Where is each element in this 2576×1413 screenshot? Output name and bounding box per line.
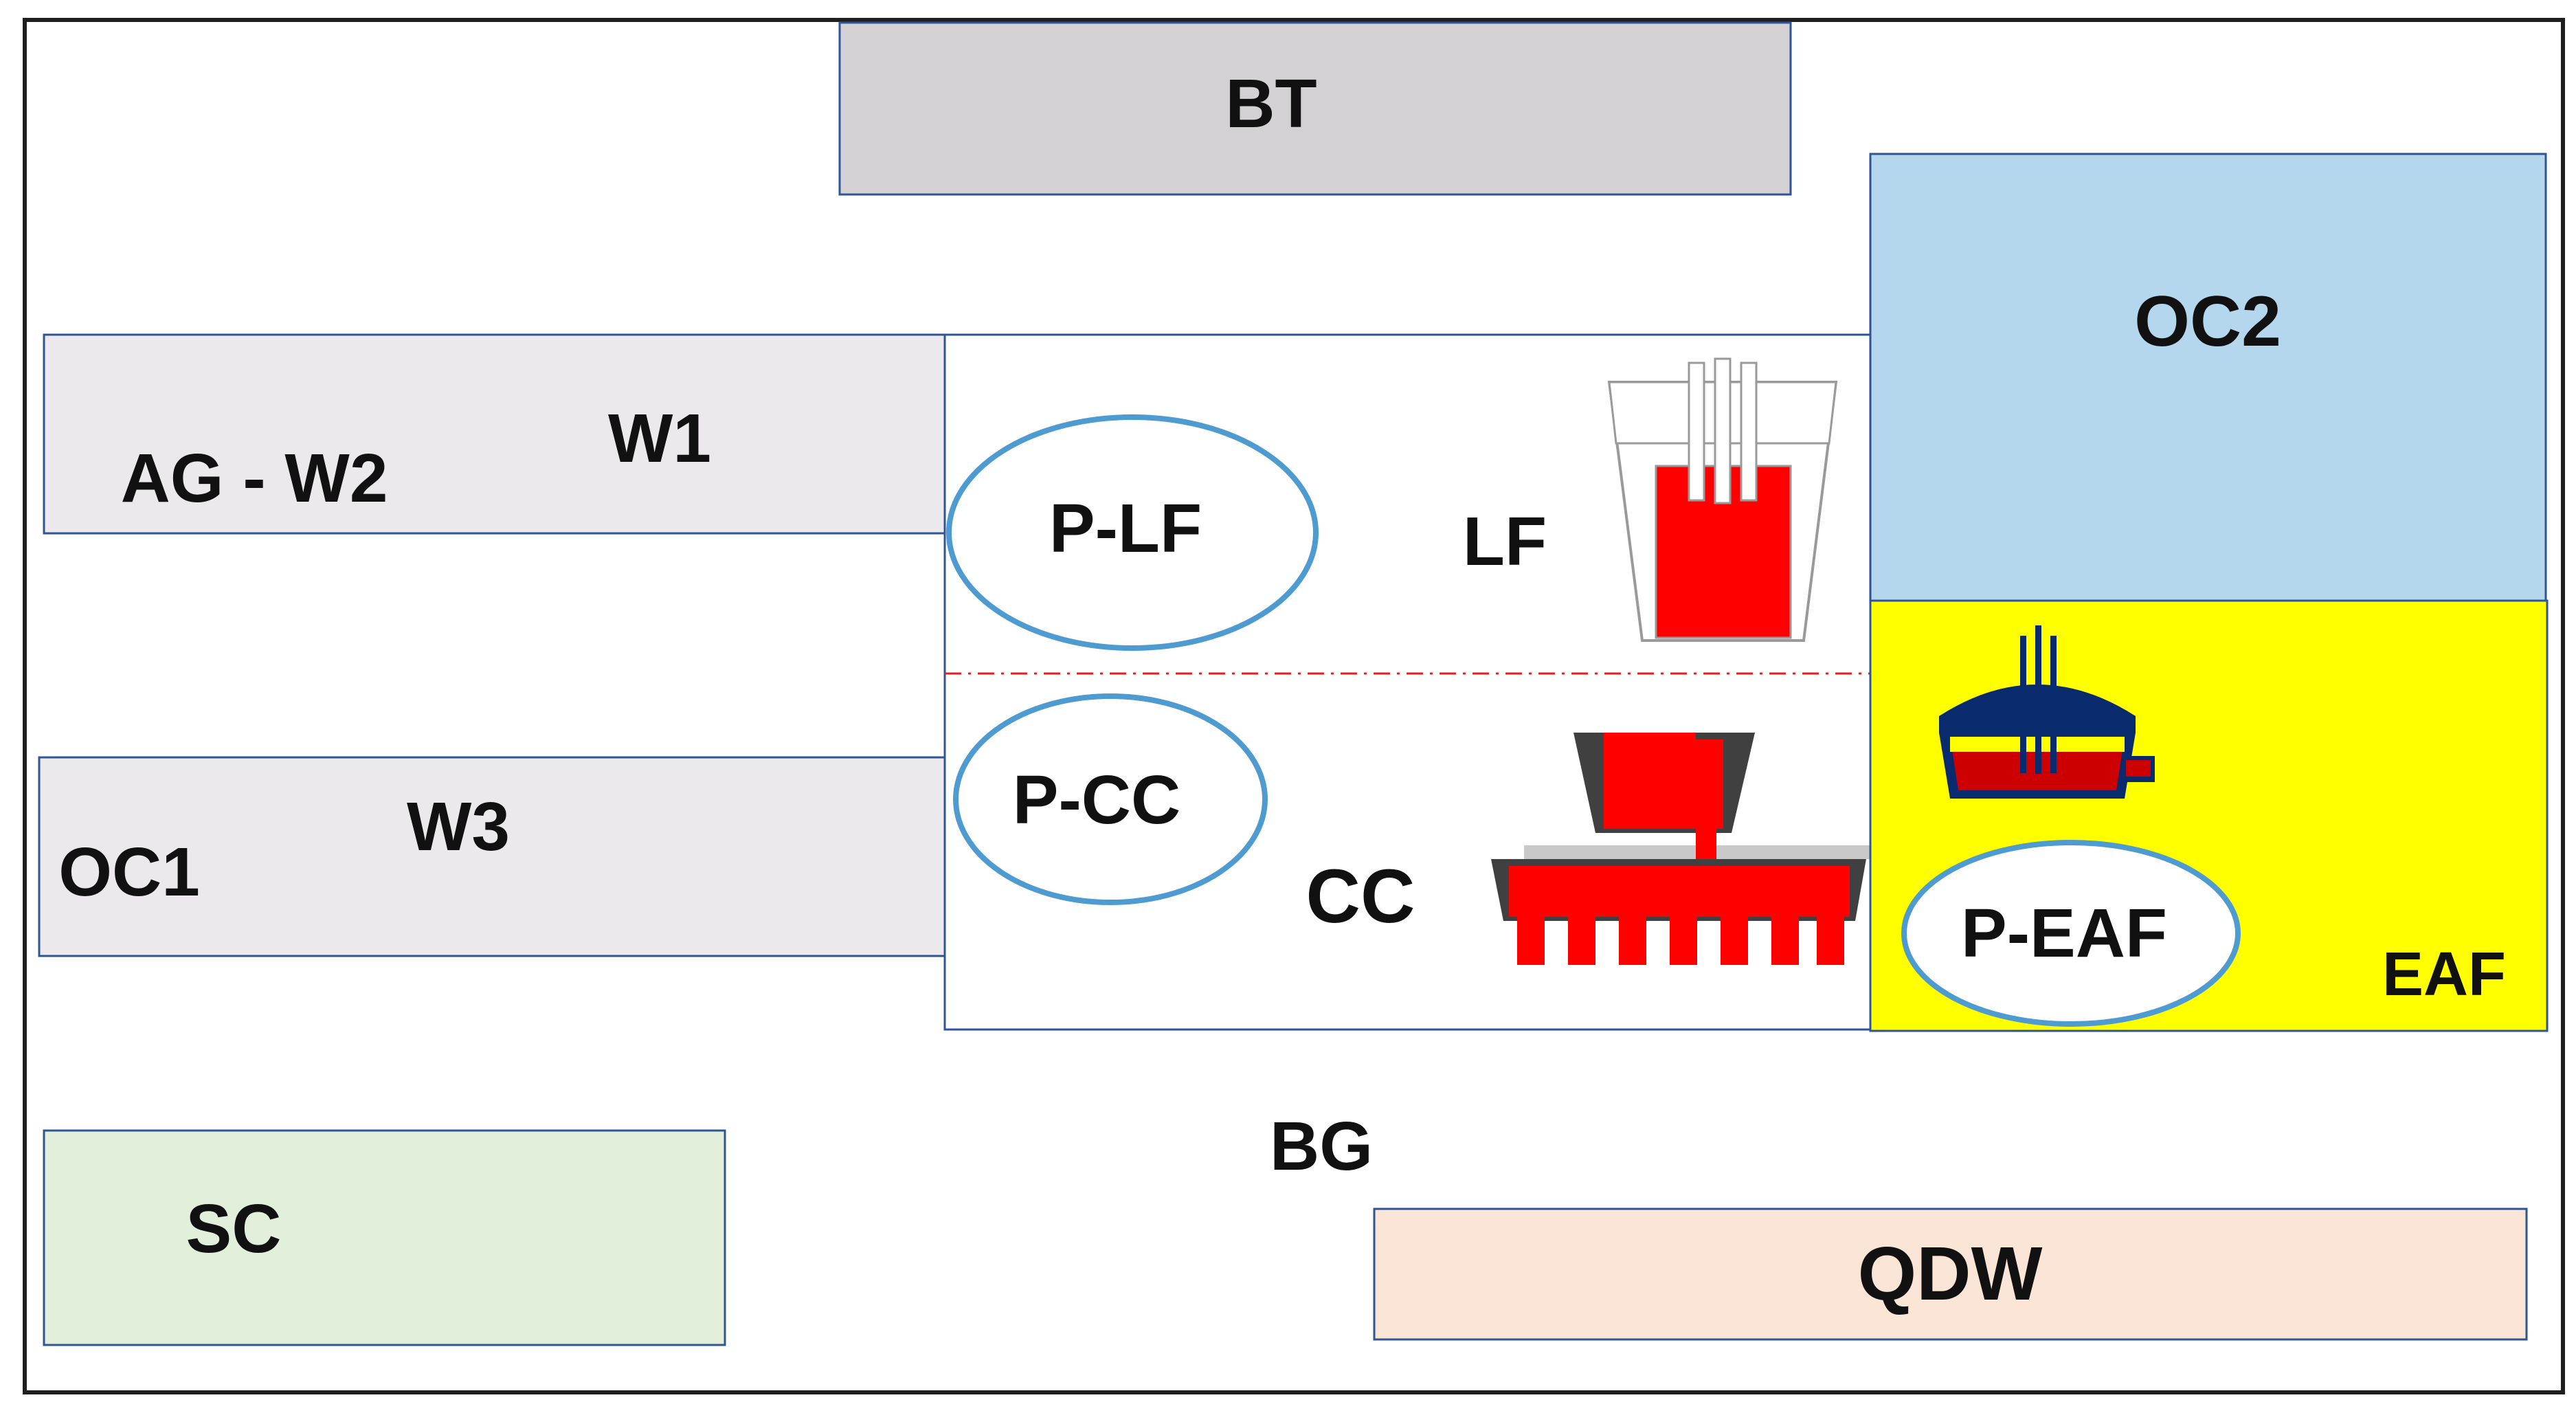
zone-w1-label: W1 <box>608 400 711 477</box>
zone-w1-w2-box <box>43 333 946 535</box>
station-p-eaf: P-EAF <box>1901 840 2241 1027</box>
zone-oc2-box <box>1869 153 2547 602</box>
zone-qdw: QDW <box>1373 1208 2528 1341</box>
zone-qdw-box <box>1373 1208 2528 1341</box>
zone-oc1-w3: W3 OC1 <box>38 756 946 957</box>
station-p-cc: P-CC <box>953 693 1268 905</box>
station-p-cc-label: P-CC <box>1013 761 1180 838</box>
zone-w1-w2: W1 AG - W2 <box>43 333 946 535</box>
zone-qdw-label: QDW <box>1858 1232 2043 1316</box>
zone-w3-label: W3 <box>407 788 510 865</box>
zone-bt-label: BT <box>1225 65 1317 142</box>
station-p-lf-ellipse <box>946 414 1319 651</box>
zone-oc1-label: OC1 <box>58 834 200 911</box>
zone-sc-box <box>43 1129 726 1346</box>
zone-bt-box <box>838 21 1792 196</box>
zone-oc2-label: OC2 <box>2134 282 2281 361</box>
continuous-caster-icon <box>1491 733 1872 965</box>
zone-eaf-label: EAF <box>2382 940 2506 1009</box>
station-p-lf: P-LF <box>946 414 1319 651</box>
zone-bg-label: BG <box>1270 1108 1373 1185</box>
station-p-eaf-label: P-EAF <box>1961 895 2167 972</box>
zone-oc1-w3-box <box>38 756 946 957</box>
electric-arc-furnace-icon <box>1939 625 2155 799</box>
station-p-cc-ellipse <box>953 693 1268 905</box>
ladle-furnace-icon <box>1607 357 1838 642</box>
station-p-lf-label: P-LF <box>1049 490 1202 567</box>
zone-oc2: OC2 <box>1869 153 2547 602</box>
zone-bt: BT <box>838 21 1792 196</box>
zone-sc-label: SC <box>186 1190 282 1267</box>
zone-sc: SC <box>43 1129 726 1346</box>
station-p-eaf-ellipse <box>1901 840 2241 1027</box>
station-cc-label: CC <box>1306 854 1415 939</box>
zone-ag-w2-label: AG - W2 <box>121 440 388 517</box>
station-lf-label: LF <box>1463 503 1547 580</box>
